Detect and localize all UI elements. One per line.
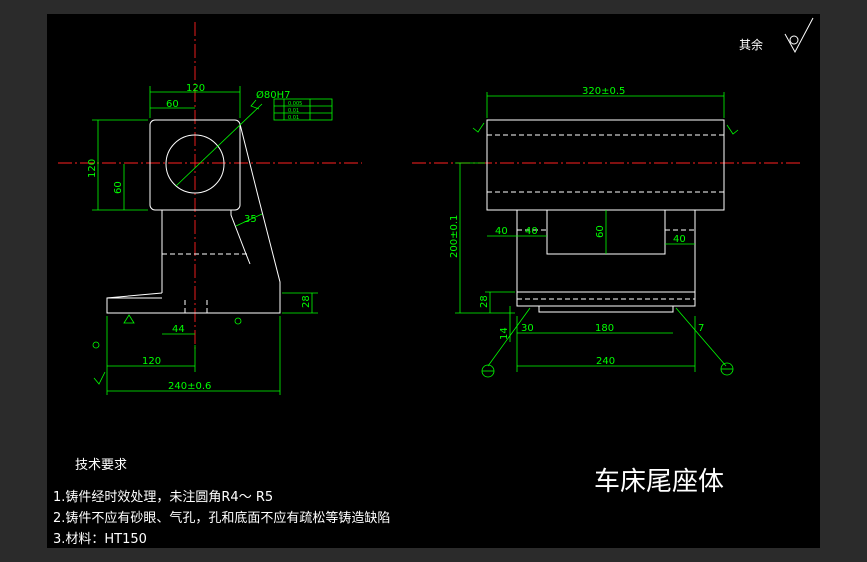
pillar-right-edge [230, 210, 251, 265]
tolerance-value-3: 0.01 [288, 115, 299, 121]
dim-height-center: 60 [113, 181, 124, 194]
roughness-mark-right-2 [726, 124, 739, 135]
datum-triangle-left [123, 314, 135, 324]
leader-left [487, 307, 531, 367]
dim-bore: Ø80H7 [256, 89, 290, 101]
dim-chamfer: 7 [698, 323, 704, 334]
surface-finish-symbol: 其余 [739, 17, 814, 54]
tech-heading: 技术要求 [75, 458, 127, 473]
dim-foot: 14 [499, 327, 510, 340]
left-view: 120 60 Ø80H7 0.005 0.01 0.01 120 60 35 [58, 22, 362, 395]
dim-web-left-a: 40 [495, 226, 508, 237]
dim-base-half: 120 [142, 356, 161, 367]
tech-note-3: 3.材料：HT150 [53, 532, 147, 547]
drawing-sheet [47, 14, 820, 548]
roughness-mark-bore [250, 99, 260, 110]
dim-angle: 35 [244, 214, 257, 225]
bore-leader [175, 103, 263, 187]
bore-housing-outline [149, 119, 241, 211]
roughness-mark-right-1 [472, 122, 485, 133]
tolerance-value-1: 0.005 [288, 101, 302, 107]
datum-mark-left [92, 341, 100, 349]
dim-base-len: 240 [596, 356, 615, 367]
datum-circle-left [234, 317, 242, 325]
dim-base-thk-right: 28 [479, 295, 490, 308]
dim-base-thk: 28 [301, 295, 312, 308]
drawing-title: 车床尾座体 [594, 467, 724, 497]
dim-web-left-b: 40 [525, 226, 538, 237]
dim-line-angle [235, 213, 263, 227]
tech-note-1: 1.铸件经时效处理，未注圆角R4～ R5 [53, 489, 273, 505]
dim-width-top: 120 [186, 83, 205, 94]
roughness-mark-left [93, 371, 106, 385]
base-foot [538, 306, 674, 313]
surface-note: 其余 [739, 37, 763, 52]
dim-foot-len: 30 [521, 323, 534, 334]
dim-base-total: 240±0.6 [168, 381, 211, 392]
dim-slot: 44 [172, 324, 185, 335]
right-view: 320±0.5 200±0.1 40 40 60 40 28 14 30 180… [412, 86, 800, 378]
dim-height: 200±0.1 [449, 215, 460, 258]
dim-slot-len: 180 [595, 323, 614, 334]
support-rib [239, 123, 281, 292]
roughness-check-icon [784, 17, 814, 54]
dim-length: 320±0.5 [582, 86, 625, 97]
tech-note-2: 2.铸件不应有砂眼、气孔，孔和底面不应有疏松等铸造缺陷 [53, 510, 390, 526]
dim-web-right: 40 [673, 234, 686, 245]
bore-circle [165, 134, 225, 194]
base-plate [106, 292, 281, 314]
tolerance-value-2: 0.01 [288, 108, 299, 114]
leader-right [675, 307, 727, 367]
main-body [486, 119, 725, 211]
tolerance-frame: 0.005 0.01 0.01 [273, 98, 333, 121]
dim-half-top: 60 [166, 99, 179, 110]
dim-web-height: 60 [595, 225, 606, 238]
dim-height-box: 120 [87, 159, 98, 178]
